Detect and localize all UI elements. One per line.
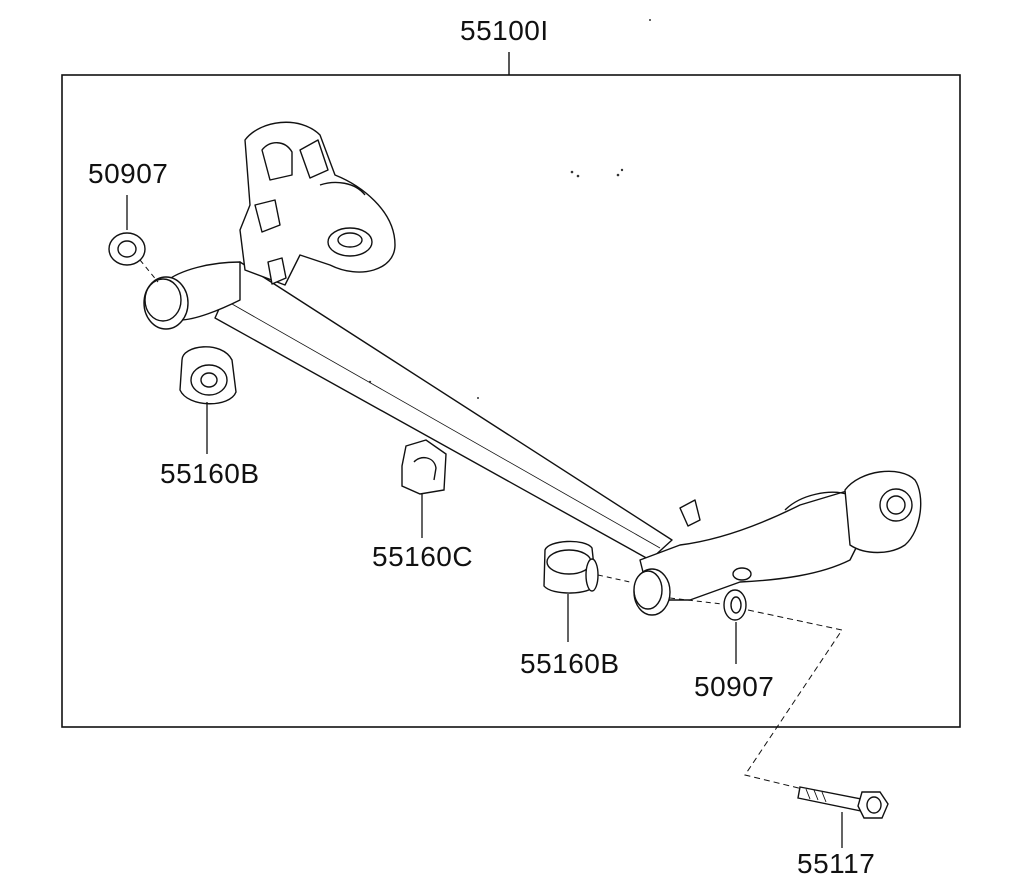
bushing-right-icon <box>543 540 599 594</box>
washer-left-icon <box>108 232 146 266</box>
bracket-center-part-number: 55160C <box>372 541 474 572</box>
bushing-right-part-number: 55160B <box>520 648 620 679</box>
scan-specks <box>368 19 651 399</box>
bushing-left-icon <box>179 346 237 405</box>
bolt-icon <box>797 786 889 819</box>
assembly-part-number: 55100I <box>460 15 549 46</box>
axle-beam-drawing <box>143 121 922 616</box>
washer-right-part-number: 50907 <box>694 671 775 702</box>
washer-right-icon <box>723 589 747 621</box>
bushing-left-part-number: 55160B <box>160 458 260 489</box>
washer-left-part-number: 50907 <box>88 158 169 189</box>
bolt-part-number: 55117 <box>797 848 876 879</box>
assembly-frame <box>61 74 961 728</box>
bracket-center-icon <box>401 439 447 495</box>
